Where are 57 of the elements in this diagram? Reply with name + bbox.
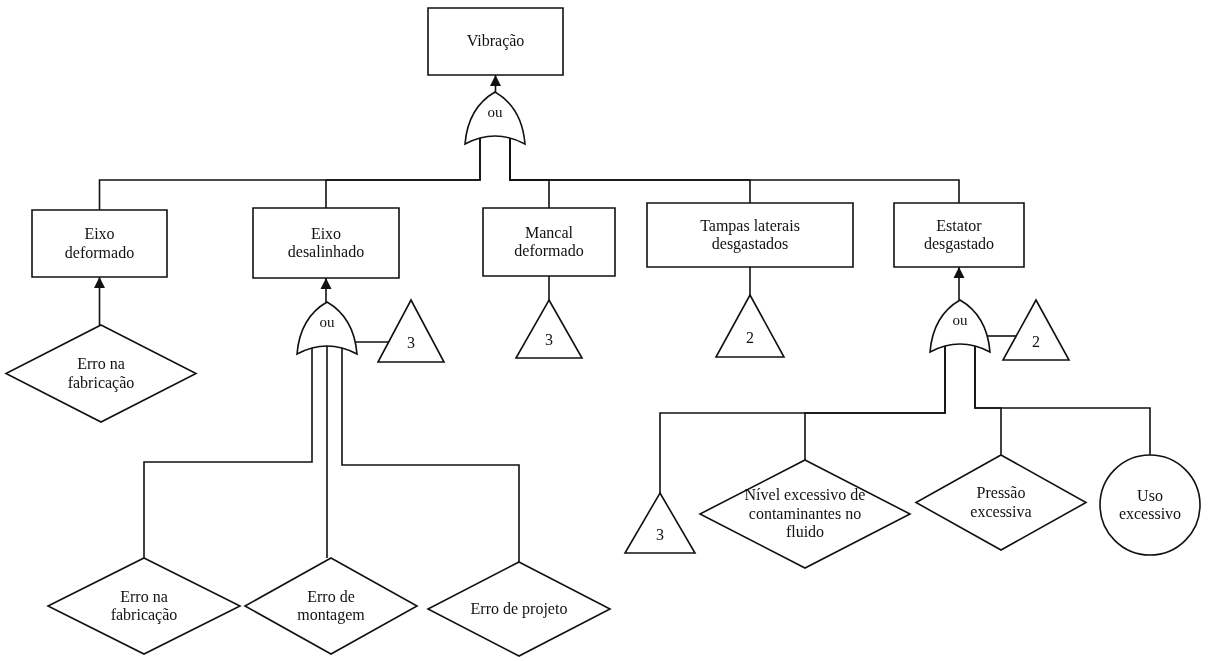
node-label: Estator desgastado — [922, 216, 996, 254]
undeveloped-event-diamond — [428, 562, 610, 656]
connector-line — [548, 275, 550, 301]
transfer-triangle — [625, 493, 695, 553]
node-label: 2 — [1032, 332, 1040, 352]
node-label: Vibração — [466, 32, 525, 51]
undeveloped-event-diamond — [48, 558, 240, 654]
transfer-triangle — [716, 295, 784, 357]
transfer-triangle — [1003, 300, 1069, 360]
event-box — [894, 203, 1024, 267]
node-label: 3 — [407, 334, 415, 353]
node-label: Erro na fabricação — [66, 355, 136, 392]
node-label: Uso excessivo — [1117, 486, 1183, 524]
node-label: 3 — [656, 525, 664, 545]
undeveloped-event-diamond — [6, 325, 196, 422]
arrow — [953, 266, 965, 301]
node-label: Erro na fabricação — [109, 587, 179, 625]
undeveloped-event-diamond — [700, 460, 910, 568]
connector-line — [341, 347, 520, 563]
node-label: ou — [487, 104, 503, 122]
or-gate — [297, 302, 357, 354]
arrow — [320, 277, 332, 303]
connector-line — [143, 347, 313, 559]
connector-line — [804, 345, 946, 461]
connector-line — [325, 137, 481, 209]
node-label: Eixo desalinhado — [286, 224, 366, 262]
or-gate — [930, 300, 990, 352]
event-box — [647, 203, 853, 267]
arrow — [94, 276, 105, 326]
connector-line — [974, 345, 1151, 456]
node-label: 2 — [746, 329, 754, 348]
connector-line — [326, 345, 328, 559]
connector-line — [354, 341, 390, 343]
node-label: Tampas laterais desgastados — [699, 216, 801, 254]
connector-line — [986, 335, 1017, 337]
node-label: Pressão excessiva — [969, 484, 1033, 521]
node-label: Mancal deformado — [513, 223, 585, 261]
node-label: 3 — [545, 331, 553, 350]
connector-line — [509, 137, 960, 204]
transfer-triangle — [378, 300, 444, 362]
arrow — [490, 74, 501, 93]
node-label: Nível excessivo de contaminantes no fluido — [743, 486, 867, 542]
node-label: ou — [319, 314, 335, 332]
connector-line — [749, 266, 751, 296]
or-gate — [465, 92, 525, 144]
event-box — [483, 208, 615, 276]
undeveloped-event-diamond — [916, 455, 1086, 550]
node-label: ou — [952, 312, 968, 330]
node-label: Eixo deformado — [63, 225, 136, 262]
event-box — [32, 210, 167, 277]
event-box — [253, 208, 399, 278]
event-box — [428, 8, 563, 75]
node-label: Erro de projeto — [470, 599, 568, 619]
transfer-triangle — [516, 300, 582, 358]
basic-event-circle — [1100, 455, 1200, 555]
undeveloped-event-diamond — [245, 558, 417, 654]
node-label: Erro de montagem — [296, 587, 366, 625]
